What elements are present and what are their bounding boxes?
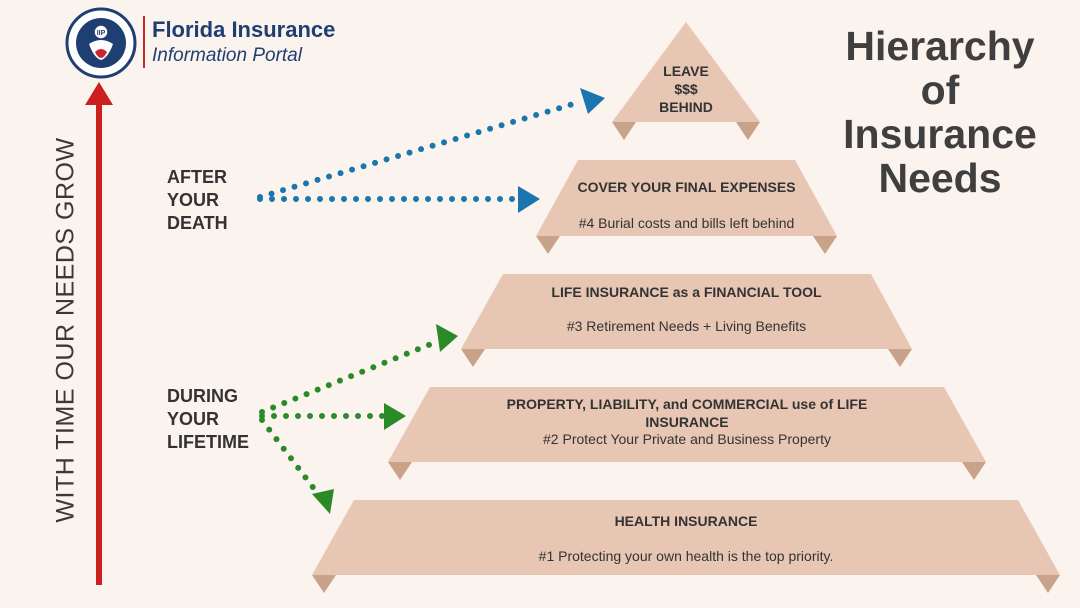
shield-logo-icon: IIP — [65, 7, 137, 79]
tier-4-title: COVER YOUR FINAL EXPENSES — [577, 179, 796, 195]
group-line: AFTER — [167, 167, 227, 187]
after-death-label: AFTER YOUR DEATH — [167, 166, 228, 235]
during-lifetime-label: DURING YOUR LIFETIME — [167, 385, 249, 454]
title-line: Insurance — [843, 111, 1037, 157]
green-dotted-arrow-icon — [259, 417, 334, 514]
red-up-arrow-icon — [85, 82, 113, 585]
tier-3-description: #3 Retirement Needs + Living Benefits — [566, 318, 807, 334]
tip-line: LEAVE — [663, 63, 709, 79]
tier-2-title: PROPERTY, LIABILITY, and COMMERCIAL use … — [506, 396, 868, 430]
group-line: YOUR — [167, 190, 220, 210]
green-dotted-arrow-icon — [259, 324, 458, 415]
brand-divider — [143, 16, 145, 68]
tip-line: BEHIND — [659, 99, 713, 115]
main-title: Hierarchy of Insurance Needs — [818, 24, 1062, 200]
group-line: YOUR — [167, 409, 220, 429]
green-dotted-arrow-icon — [259, 403, 406, 430]
tier-5-shape — [612, 22, 760, 140]
title-line: Needs — [878, 155, 1002, 201]
group-line: DURING — [167, 386, 238, 406]
blue-dotted-arrow-icon — [257, 88, 605, 200]
brand-name: Florida Insurance — [152, 17, 336, 42]
group-line: DEATH — [167, 213, 228, 233]
vertical-growth-label: WITH TIME OUR NEEDS GROW — [51, 137, 80, 523]
brand-tagline: Information Portal — [152, 45, 302, 66]
tier-3-shape — [461, 274, 912, 367]
tier-2-shape — [388, 387, 986, 480]
title-line: Hierarchy — [845, 23, 1035, 69]
blue-dotted-arrow-icon — [257, 186, 540, 213]
tier-5-label: LEAVE $$$ BEHIND — [636, 62, 736, 116]
tier-3-title: LIFE INSURANCE as a FINANCIAL TOOL — [551, 284, 822, 300]
tier-2-description: #2 Protect Your Private and Business Pro… — [543, 431, 831, 447]
tip-line: $$$ — [674, 81, 698, 97]
tier-1-title: HEALTH INSURANCE — [614, 513, 758, 529]
tier-1-shape — [312, 500, 1060, 593]
tier-4-description: #4 Burial costs and bills left behind — [578, 215, 795, 231]
tier-4-shape — [536, 160, 837, 254]
tier-1-description: #1 Protecting your own health is the top… — [538, 548, 834, 564]
logo-mark-text: IIP — [97, 30, 106, 37]
title-line: of — [920, 67, 960, 113]
group-line: LIFETIME — [167, 432, 249, 452]
